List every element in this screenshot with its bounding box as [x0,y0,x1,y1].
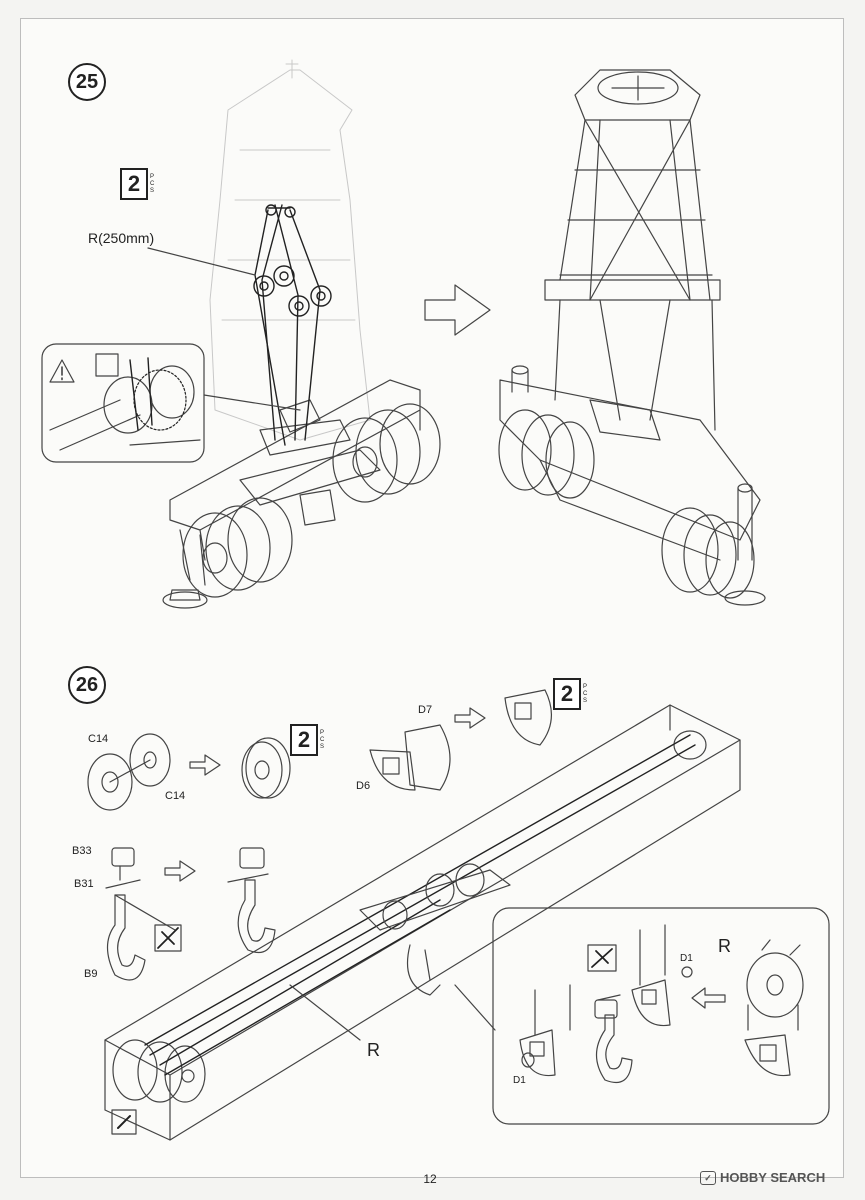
tower-right [544,69,721,431]
flow-arrow-25 [424,284,491,336]
inset-leader [454,984,496,1031]
part-b33-label: B33 [72,845,92,857]
trolley [359,863,511,996]
rope-main-label: R [367,1040,380,1060]
inset-d1-top-label: D1 [680,953,693,964]
wheels-left-front [182,497,293,598]
carriage-right [499,365,766,606]
caution-inset [41,343,301,463]
rope-leader-25 [147,247,256,276]
pulley-parts [87,733,291,811]
rope-rigging-25 [253,204,332,446]
step-25-quantity: 2 PCS [120,168,156,200]
part-c14-label-b: C14 [165,790,186,802]
rope-runs-26 [144,734,696,1076]
qty-number: 2 [553,678,581,710]
inset-rope-label: R [718,936,731,956]
part-d7-label: D7 [418,704,433,716]
qty-number: 2 [120,168,148,200]
qty-unit: PCS [150,173,155,194]
rope-length-label: R(250mm) [88,230,155,246]
step-26-number: 26 [68,666,106,704]
rope-leader-26 [289,984,361,1041]
wheels-right-rear [661,507,755,599]
block-quantity: 2 PCS [553,678,589,710]
part-c14-label-a: C14 [88,733,109,745]
block-parts [369,689,552,791]
wheels-left-rear [332,403,441,503]
qty-number: 2 [290,724,318,756]
carriage-left [162,379,421,609]
glue-indicators [111,1109,137,1135]
qty-unit: PCS [583,683,588,704]
hook-parts [105,847,276,981]
tower-ghost-left [209,59,371,441]
watermark-text: HOBBY SEARCH [720,1170,826,1185]
inset-d1-bottom-label: D1 [513,1075,526,1086]
crane-beam [104,704,741,1141]
part-b31-label: B31 [74,878,94,890]
detail-inset [492,907,830,1125]
step-25-number: 25 [68,63,106,101]
watermark-logo-icon: ✓ [700,1170,716,1185]
page-number: 12 [423,1172,437,1186]
qty-unit: PCS [320,729,325,750]
part-b9-label: B9 [84,968,98,980]
watermark: ✓ HOBBY SEARCH [700,1170,825,1185]
page-border [20,18,844,1178]
wheels-right-front [498,409,595,499]
part-d6-label: D6 [356,780,371,792]
pulley-quantity: 2 PCS [290,724,326,756]
